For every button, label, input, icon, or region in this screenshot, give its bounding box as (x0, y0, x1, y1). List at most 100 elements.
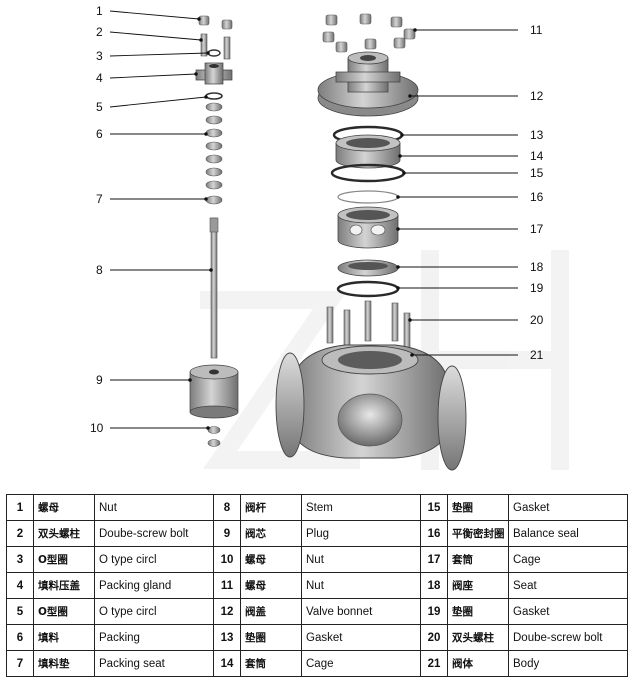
callout-13: 13 (530, 128, 544, 142)
callout-3: 3 (96, 49, 103, 63)
part-name-cn: 螺母 (33, 494, 95, 521)
callout-8: 8 (96, 263, 103, 277)
part-name-en: O type circl (94, 598, 214, 625)
part-name-en: Doube-screw bolt (94, 520, 214, 547)
part-number: 20 (420, 624, 448, 651)
packing-gland-part (195, 62, 233, 85)
callout-20: 20 (530, 313, 544, 327)
part-name-en: Valve bonnet (301, 598, 421, 625)
part-number: 21 (420, 650, 448, 677)
cage-part (337, 206, 399, 249)
part-name-cn: 垫圈 (447, 494, 509, 521)
part-name-en: Gasket (301, 624, 421, 651)
part-number: 14 (213, 650, 241, 677)
exploded-valve-diagram: 1 2 3 4 5 6 7 8 9 10 11 12 13 14 15 16 1… (90, 4, 569, 471)
seat-part (337, 259, 399, 277)
part-name-en: Body (508, 650, 628, 677)
callout-labels: 1 2 3 4 5 6 7 8 9 10 11 12 13 14 15 16 1… (90, 4, 544, 435)
part-number: 7 (6, 650, 34, 677)
cage-upper-part (335, 134, 401, 169)
body-studs-part (326, 300, 411, 350)
part-number: 18 (420, 572, 448, 599)
callout-10: 10 (90, 421, 104, 435)
packing-seat-part (205, 195, 223, 205)
o-ring-part (205, 92, 223, 100)
part-number: 2 (6, 520, 34, 547)
balance-seal-part (337, 190, 399, 204)
callout-7: 7 (96, 192, 103, 206)
callout-15: 15 (530, 166, 544, 180)
part-name-cn: 填料垫 (33, 650, 95, 677)
nut-part (198, 15, 233, 30)
part-number: 19 (420, 598, 448, 625)
part-number: 10 (213, 546, 241, 573)
part-number: 5 (6, 598, 34, 625)
callout-14: 14 (530, 149, 544, 163)
callout-6: 6 (96, 127, 103, 141)
leader-lines (109, 10, 518, 430)
part-name-cn: O型圈 (33, 598, 95, 625)
part-name-cn: 阀座 (447, 572, 509, 599)
part-name-en: Balance seal (508, 520, 628, 547)
part-name-en: Packing gland (94, 572, 214, 599)
table-row: 7 填料垫 Packing seat 14 套筒 Cage 21 阀体 Body (6, 650, 628, 677)
part-number: 1 (6, 494, 34, 521)
callout-2: 2 (96, 25, 103, 39)
part-number: 17 (420, 546, 448, 573)
part-name-cn: 阀盖 (240, 598, 302, 625)
part-name-en: Nut (301, 572, 421, 599)
part-number: 3 (6, 546, 34, 573)
o-ring-small-part (207, 49, 221, 57)
part-name-cn: 双头螺柱 (447, 624, 509, 651)
part-name-cn: 垫圈 (240, 624, 302, 651)
callout-5: 5 (96, 100, 103, 114)
callout-19: 19 (530, 281, 544, 295)
stem-part (209, 217, 219, 359)
part-name-en: Cage (301, 650, 421, 677)
callout-4: 4 (96, 71, 103, 85)
part-name-cn: 垫圈 (447, 598, 509, 625)
part-name-cn: 双头螺柱 (33, 520, 95, 547)
table-row: 5 O型圈 O type circl 12 阀盖 Valve bonnet 19… (6, 598, 628, 625)
callout-1: 1 (96, 4, 103, 18)
part-name-en: Nut (94, 494, 214, 521)
part-name-en: Gasket (508, 598, 628, 625)
part-name-cn: 阀体 (447, 650, 509, 677)
callout-12: 12 (530, 89, 544, 103)
part-name-cn: 螺母 (240, 546, 302, 573)
part-number: 16 (420, 520, 448, 547)
part-name-en: O type circl (94, 546, 214, 573)
part-name-cn: 平衡密封圈 (447, 520, 509, 547)
bonnet-nuts-part (322, 13, 416, 53)
valve-bonnet-part (317, 51, 419, 117)
part-name-cn: 填料 (33, 624, 95, 651)
part-name-cn: O型圈 (33, 546, 95, 573)
part-name-en: Stem (301, 494, 421, 521)
part-name-en: Plug (301, 520, 421, 547)
table-row: 1 螺母 Nut 8 阀杆 Stem 15 垫圈 Gasket (6, 494, 628, 521)
callout-11: 11 (530, 23, 543, 37)
callout-18: 18 (530, 260, 544, 274)
part-number: 4 (6, 572, 34, 599)
part-name-cn: 填料压盖 (33, 572, 95, 599)
part-name-cn: 套筒 (240, 650, 302, 677)
part-name-en: Cage (508, 546, 628, 573)
part-number: 9 (213, 520, 241, 547)
part-number: 15 (420, 494, 448, 521)
part-number: 11 (213, 572, 241, 599)
plug-part (189, 364, 239, 419)
part-name-cn: 螺母 (240, 572, 302, 599)
part-name-cn: 阀芯 (240, 520, 302, 547)
double-screw-bolt-part (200, 33, 231, 60)
table-row: 6 填料 Packing 13 垫圈 Gasket 20 双头螺柱 Doube-… (6, 624, 628, 651)
part-name-en: Nut (301, 546, 421, 573)
part-name-cn: 套筒 (447, 546, 509, 573)
callout-9: 9 (96, 373, 103, 387)
table-row: 3 O型圈 O type circl 10 螺母 Nut 17 套筒 Cage (6, 546, 628, 573)
part-name-en: Gasket (508, 494, 628, 521)
table-row: 4 填料压盖 Packing gland 11 螺母 Nut 18 阀座 Sea… (6, 572, 628, 599)
callout-17: 17 (530, 222, 544, 236)
part-name-en: Packing (94, 624, 214, 651)
part-number: 8 (213, 494, 241, 521)
table-row: 2 双头螺柱 Doube-screw bolt 9 阀芯 Plug 16 平衡密… (6, 520, 628, 547)
